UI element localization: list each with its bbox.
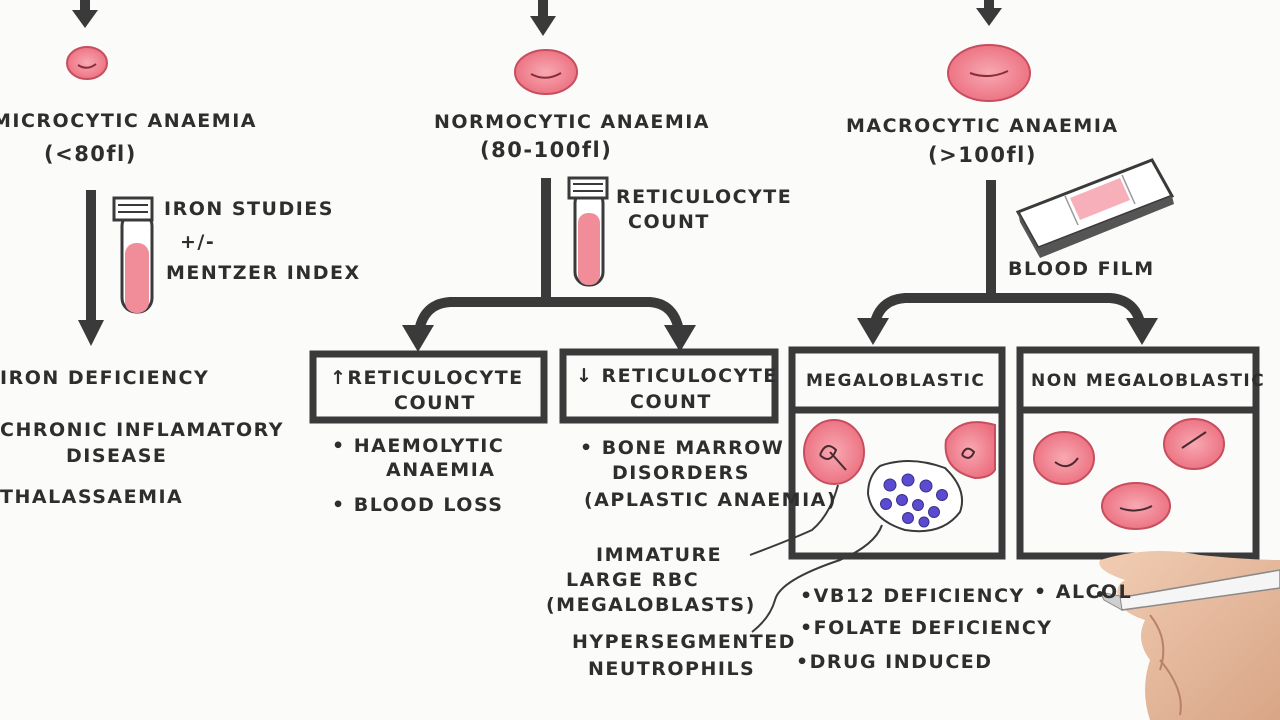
microcytic-cause: DISEASE — [66, 445, 168, 467]
high-retic-cause: ANAEMIA — [386, 459, 496, 481]
microcytic-cause: THALASSAEMIA — [0, 486, 184, 508]
top-arrow-normocytic — [530, 0, 556, 36]
annotation-immature: LARGE RBC — [566, 569, 700, 591]
annotation-hyperseg: HYPERSEGMENTED — [572, 631, 796, 653]
arrow-to-high-retic — [402, 325, 434, 352]
arrow-to-non-megaloblastic — [1126, 318, 1158, 345]
blood-slide-icon — [1015, 158, 1175, 258]
microcytic-title: MICROCYTIC ANAEMIA — [0, 110, 257, 132]
non-megaloblastic-cause: • ALCOL — [1034, 581, 1133, 603]
arrow-microcytic-down — [78, 190, 104, 346]
microcytic-cause: CHRONIC INFLAMATORY — [0, 419, 285, 441]
macrocytic-range: (>100fl) — [928, 143, 1037, 167]
annotation-immature: (MEGALOBLASTS) — [546, 594, 756, 616]
top-arrow-macrocytic — [976, 0, 1002, 26]
high-retic-cause: • BLOOD LOSS — [332, 494, 504, 516]
microcytic-test-line1: IRON STUDIES — [164, 198, 334, 220]
macrocytic-test: BLOOD FILM — [1008, 258, 1155, 280]
top-arrow-microcytic — [72, 0, 98, 28]
high-retic-cause: • HAEMOLYTIC — [332, 435, 505, 457]
hand-with-pen-icon — [1097, 551, 1280, 720]
microcytic-range: (<80fl) — [44, 142, 137, 166]
low-retic-cause: • BONE MARROW — [580, 437, 785, 459]
line-macrocytic — [986, 180, 996, 298]
megaloblastic-cause: •FOLATE DEFICIENCY — [800, 617, 1053, 639]
microcytic-test-line3: MENTZER INDEX — [166, 262, 361, 284]
megaloblast-rbc-icon — [944, 421, 996, 480]
normocytic-range: (80-100fl) — [480, 138, 613, 162]
macrocyte-rbc-icon — [1163, 418, 1225, 470]
box-low-retic — [559, 348, 779, 424]
box-high-retic-line1: ↑RETICULOCYTE — [330, 367, 524, 389]
low-retic-cause: DISORDERS — [612, 462, 750, 484]
leader-hyperseg — [751, 524, 883, 633]
normocytic-test-line1: RETICULOCYTE — [616, 186, 793, 208]
leader-immature — [749, 484, 839, 556]
box-megaloblastic — [788, 346, 1006, 560]
arrow-to-low-retic — [664, 325, 696, 352]
annotation-immature: IMMATURE — [596, 544, 723, 566]
arrow-to-megaloblastic — [857, 318, 889, 345]
megaloblastic-cause: •DRUG INDUCED — [796, 651, 993, 673]
annotation-hyperseg: NEUTROPHILS — [588, 658, 756, 680]
branch-macrocytic — [868, 293, 1147, 336]
megaloblast-rbc-icon — [803, 419, 865, 485]
box-non-megaloblastic-label: NON MEGALOBLASTIC — [1031, 371, 1266, 391]
low-retic-cause: (APLASTIC ANAEMIA) — [584, 489, 838, 511]
hypersegmented-neutrophil-icon — [866, 459, 964, 533]
test-tube-icon — [567, 176, 609, 287]
rbc-medium-icon — [514, 49, 578, 95]
line-normocytic — [541, 178, 551, 300]
box-low-retic-line2: COUNT — [630, 391, 712, 413]
box-high-retic — [309, 350, 548, 424]
box-low-retic-line1: ↓ RETICULOCYTE — [576, 365, 778, 387]
megaloblastic-cause: •VB12 DEFICIENCY — [800, 585, 1025, 607]
normocytic-title: NORMOCYTIC ANAEMIA — [434, 111, 711, 133]
macrocytic-title: MACROCYTIC ANAEMIA — [846, 115, 1119, 137]
box-megaloblastic-label: MEGALOBLASTIC — [806, 371, 986, 391]
microcytic-test-line2: +/- — [180, 231, 216, 253]
microcytic-cause: IRON DEFICIENCY — [0, 367, 210, 389]
normocytic-test-line2: COUNT — [628, 211, 710, 233]
branch-normocytic — [413, 297, 685, 341]
macrocyte-rbc-icon — [1101, 482, 1171, 530]
macrocyte-rbc-icon — [1033, 431, 1095, 485]
test-tube-icon — [112, 196, 154, 314]
rbc-small-icon — [66, 46, 108, 80]
box-high-retic-line2: COUNT — [394, 392, 476, 414]
rbc-large-icon — [947, 44, 1031, 102]
